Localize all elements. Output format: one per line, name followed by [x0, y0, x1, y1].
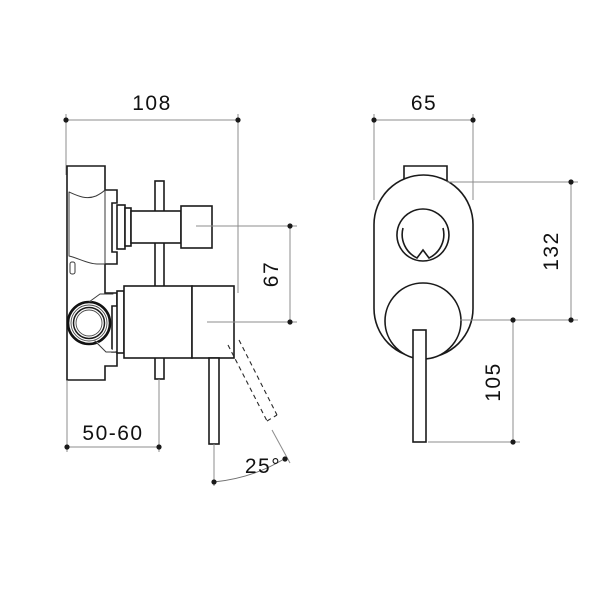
front-elevation-view: 65 132	[371, 92, 578, 445]
dimension-50-60-wall-depth: 50-60	[64, 379, 162, 452]
mixer-lever	[412, 329, 427, 443]
dimension-105-lever-drop: 105	[428, 317, 520, 445]
dimension-25-degree-lever-swing: 25°	[211, 429, 291, 486]
backplate-body	[66, 165, 118, 381]
side-elevation-view: 108	[63, 92, 297, 486]
dimension-50-60-label: 50-60	[82, 422, 143, 445]
diverter-spindle-assembly	[116, 204, 213, 250]
dimension-65-label: 65	[411, 92, 437, 115]
dimension-67-label: 67	[260, 261, 283, 287]
mixer-lever	[208, 357, 220, 445]
lever-ghost-position-25deg	[227, 339, 278, 422]
circular-outlet-port	[66, 293, 118, 353]
dimension-67-spindle-centres: 67	[196, 223, 297, 325]
dimension-105-label: 105	[482, 362, 505, 402]
dimension-132-label: 132	[540, 231, 563, 271]
dimension-65-plate-width: 65	[371, 92, 476, 200]
diverter-knob	[396, 208, 450, 262]
dimension-108-overall-depth: 108	[63, 92, 241, 293]
dimension-25-degree-label: 25°	[245, 455, 281, 478]
dimension-108-label: 108	[132, 92, 172, 115]
